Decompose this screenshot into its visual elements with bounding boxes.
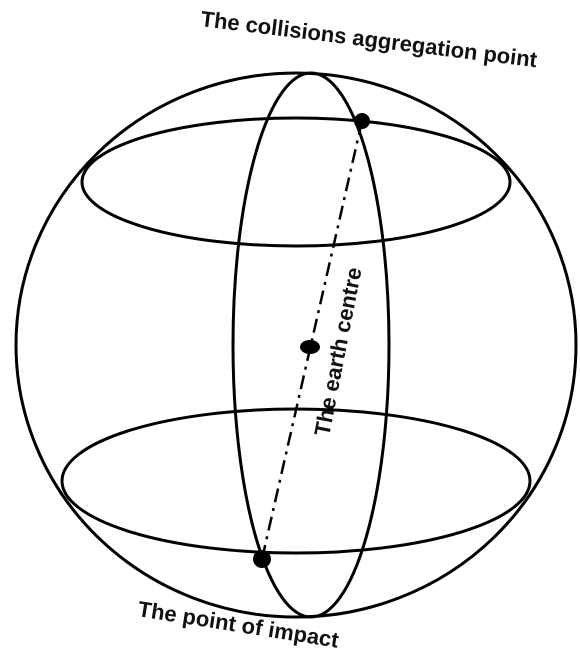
collision-axis-line	[260, 120, 364, 560]
lower-latitude-ellipse	[60, 407, 532, 555]
earth-centre-dot	[300, 340, 320, 354]
aggregation-point-dot	[354, 113, 370, 129]
impact-point-label: The point of impact	[136, 596, 341, 653]
meridian-ellipse	[231, 71, 391, 619]
aggregation-point-label: The collisions aggregation point	[199, 6, 539, 72]
upper-latitude-ellipse	[80, 116, 512, 248]
impact-point-dot	[253, 550, 271, 568]
sphere-outline	[14, 71, 578, 619]
